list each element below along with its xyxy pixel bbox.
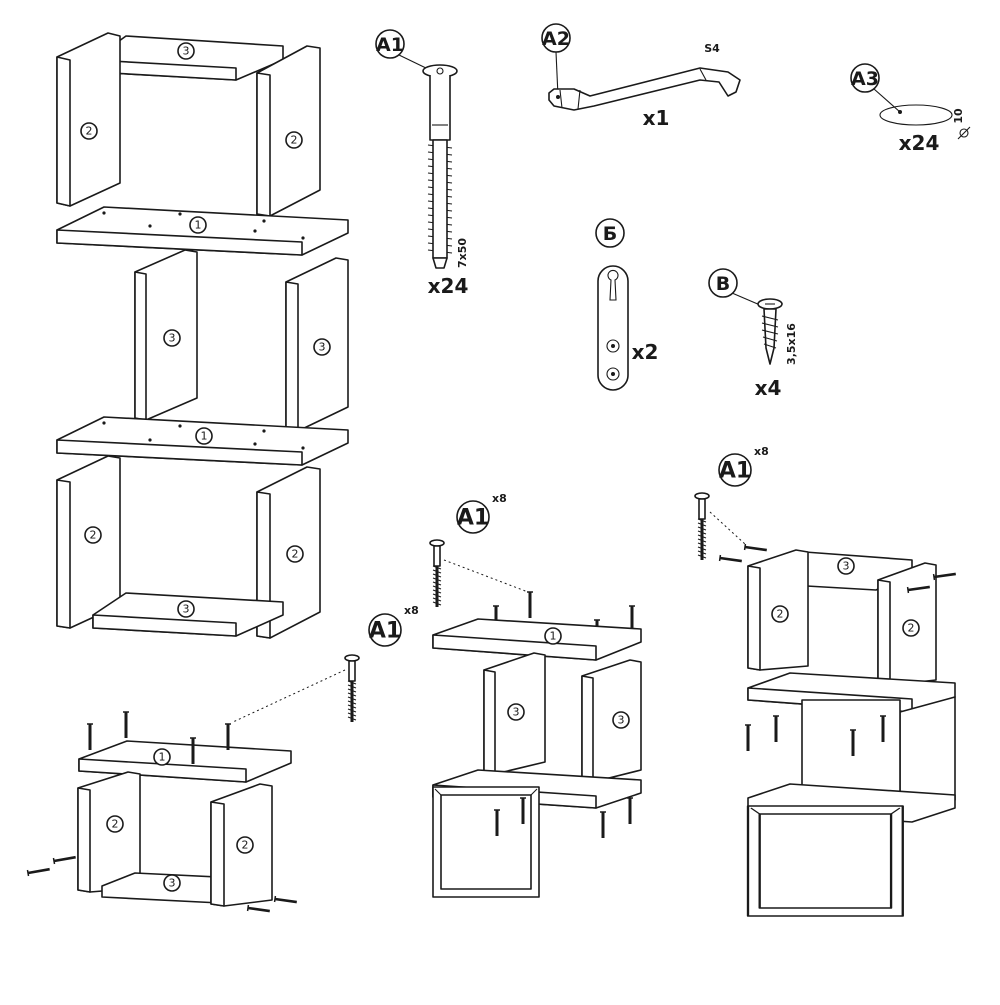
svg-text:2: 2 [292,548,299,561]
svg-text:2: 2 [908,622,915,635]
hardware-v: В 3,5x16 x4 [708,268,798,400]
hex-key-icon [548,67,741,111]
svg-text:3: 3 [513,706,520,719]
step2-count: x8 [492,492,507,505]
svg-text:2: 2 [291,134,298,147]
hanging-bracket-icon [597,265,629,391]
hardware-a3: A3 10 x24 [850,63,971,155]
svg-text:2: 2 [90,529,97,542]
part-marker [177,42,195,60]
assembly-step-3: A1 x8 3 2 2 [693,445,958,918]
a3-size: 10 [952,108,965,124]
a1-size: 7x50 [456,238,469,268]
a1-label-circle [375,29,405,59]
exploded-assembly: 3 2 2 1 3 3 1 [56,32,349,639]
svg-text:1: 1 [159,751,166,764]
a1-label: A1 [376,34,404,56]
assembly-step-2: A1 x8 1 3 3 [428,492,642,898]
a1-qty: x24 [428,274,469,298]
assembly-step-1: A1 x8 1 2 3 2 [26,604,419,916]
svg-text:2: 2 [242,839,249,852]
hardware-b: Б x2 [595,218,659,391]
a2-qty: x1 [643,106,670,130]
step1-count: x8 [404,604,419,617]
a3-label: A3 [851,68,879,90]
svg-text:2: 2 [777,608,784,621]
a3-qty: x24 [899,131,940,155]
b-qty: x2 [632,340,659,364]
step3-count: x8 [754,445,769,458]
svg-text:1: 1 [195,219,202,232]
v-label: В [716,273,730,295]
v-size: 3,5x16 [785,323,798,365]
step2-label: A1 [457,506,489,531]
hardware-a1: A1 7x50 x24 [375,29,469,298]
hardware-a2: A2 S4 x1 [541,23,741,130]
step1-label: A1 [369,619,401,644]
svg-text:1: 1 [201,430,208,443]
svg-text:2: 2 [86,125,93,138]
v-qty: x4 [755,376,782,400]
b-label: Б [603,223,617,245]
cap-icon [879,104,953,126]
svg-text:3: 3 [618,714,625,727]
svg-text:3: 3 [169,332,176,345]
svg-text:2: 2 [112,818,119,831]
svg-text:3: 3 [319,341,326,354]
a2-label: A2 [542,28,570,50]
a2-size: S4 [704,42,720,55]
svg-text:3: 3 [843,560,850,573]
step3-label: A1 [719,459,751,484]
svg-text:3: 3 [169,877,176,890]
svg-text:3: 3 [183,603,190,616]
svg-text:1: 1 [550,630,557,643]
part-number: 3 [183,45,190,58]
